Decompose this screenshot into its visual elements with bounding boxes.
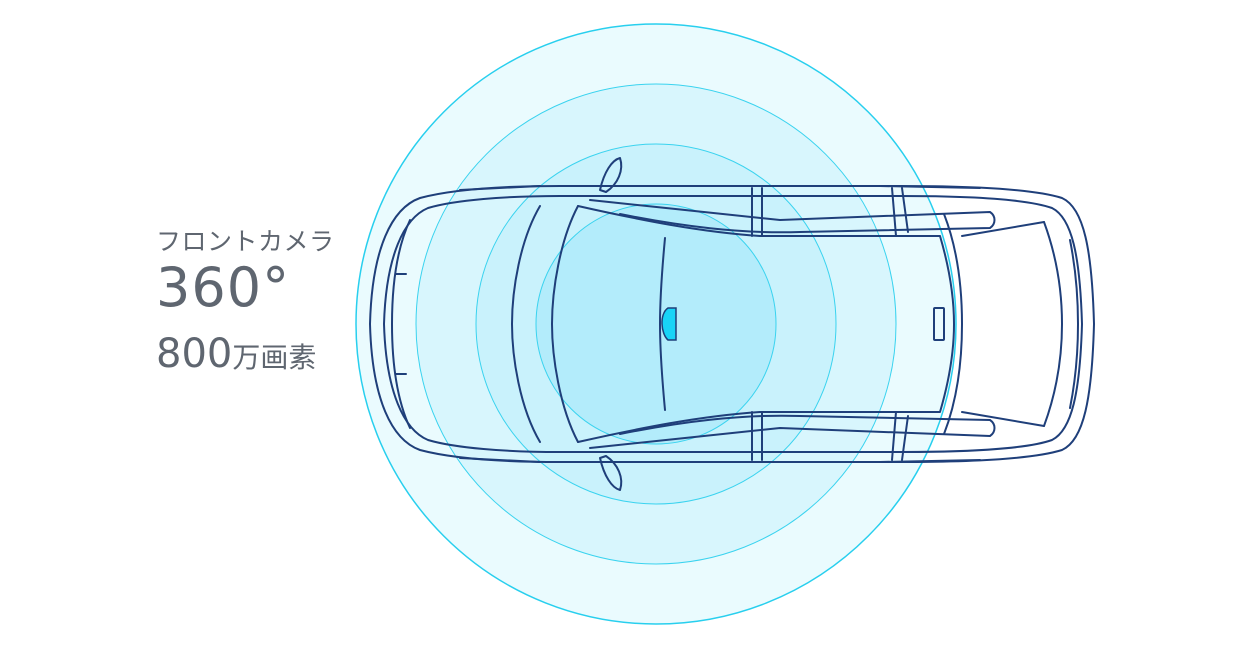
car-top-view-icon — [369, 157, 1095, 491]
coverage-ring-inner — [535, 203, 777, 445]
camera-resolution: 800万画素 — [156, 328, 335, 388]
resolution-number: 800 — [156, 331, 233, 377]
front-camera-icon — [661, 307, 677, 341]
coverage-rings-icon — [355, 23, 957, 625]
coverage-angle: 360° — [156, 256, 291, 319]
camera-spec: フロントカメラ 360° 800万画素 — [156, 226, 335, 388]
resolution-unit: 万画素 — [232, 341, 317, 374]
camera-label: フロントカメラ — [156, 227, 335, 256]
